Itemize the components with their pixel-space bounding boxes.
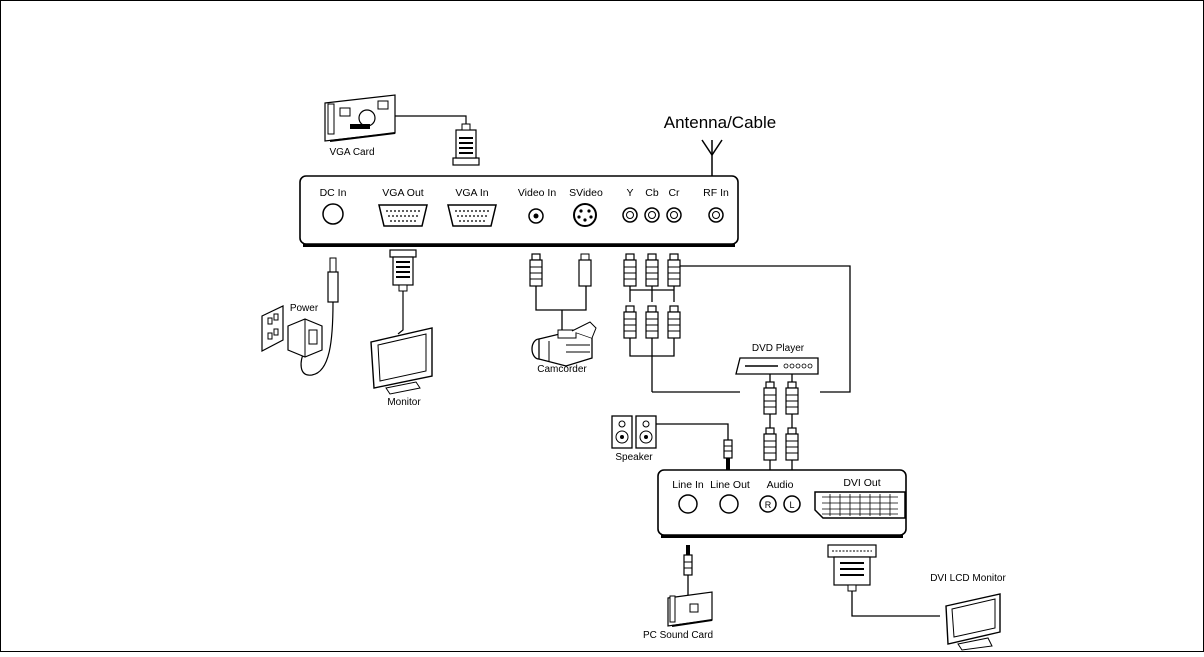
monitor-icon <box>370 327 433 395</box>
power-cord <box>300 301 334 376</box>
dvi-connector <box>827 544 877 592</box>
dc-plug <box>327 257 339 303</box>
port-label-vga-out: VGA Out <box>382 187 424 199</box>
power-adapter-icon <box>287 318 323 358</box>
dvi-lcd-monitor-icon <box>945 593 1001 651</box>
camcorder-icon <box>531 321 597 367</box>
vga-out-connector <box>389 249 417 292</box>
monitor-label: Monitor <box>387 397 421 408</box>
port-label-cr: Cr <box>668 187 680 199</box>
dvi-lcd-monitor-label: DVI LCD Monitor <box>930 573 1006 584</box>
svg-text:L: L <box>789 500 794 510</box>
antenna-cable-label: Antenna/Cable <box>664 113 776 132</box>
dvd-player-label: DVD Player <box>752 343 805 354</box>
port-label-rf-in: RF In <box>703 187 729 199</box>
video-in-jack <box>528 208 544 224</box>
svg-text:R: R <box>765 500 772 510</box>
rf-in-jack <box>708 207 724 223</box>
dc-in-jack <box>322 203 344 225</box>
port-label-dvi-out: DVI Out <box>843 477 880 489</box>
dvd-player-icon <box>735 357 819 375</box>
pc-sound-card-icon <box>667 591 713 627</box>
camcorder-label: Camcorder <box>537 364 587 375</box>
video-in-plug <box>529 253 543 287</box>
vga-out-port <box>378 204 428 227</box>
wall-outlet-icon <box>261 305 284 352</box>
port-label-y: Y <box>626 187 633 199</box>
camcorder-cable <box>535 286 587 311</box>
speaker-plug <box>723 439 733 470</box>
port-label-dc-in: DC In <box>320 187 347 199</box>
audio-l-jack: L <box>783 495 801 513</box>
speaker-cable <box>656 423 729 440</box>
port-label-line-out: Line Out <box>710 479 750 491</box>
main-adapter-box <box>299 175 739 247</box>
component-plugs-bottom <box>623 305 681 339</box>
dvi-out-port <box>814 491 906 519</box>
speaker-icon <box>611 415 657 449</box>
cb-jack <box>644 207 660 223</box>
port-label-audio: Audio <box>767 479 794 491</box>
speaker-label: Speaker <box>615 452 653 463</box>
monitor-cable <box>397 291 404 335</box>
svideo-plug <box>578 253 592 287</box>
audio-r-jack: R <box>759 495 777 513</box>
y-jack <box>622 207 638 223</box>
component-plugs-top <box>623 253 681 287</box>
vga-in-port <box>447 204 497 227</box>
port-label-svideo: SVideo <box>569 187 603 199</box>
dvi-cable <box>851 591 940 617</box>
vga-card-cable <box>395 115 467 128</box>
component-cables <box>629 265 851 393</box>
port-label-cb: Cb <box>645 187 659 199</box>
sound-card-plug <box>683 545 693 576</box>
port-label-video-in: Video In <box>518 187 556 199</box>
line-in-jack <box>678 494 698 514</box>
power-label: Power <box>290 303 319 314</box>
antenna-icon <box>701 139 723 176</box>
port-label-vga-in: VGA In <box>455 187 488 199</box>
cr-jack <box>666 207 682 223</box>
svideo-jack <box>573 203 597 227</box>
vga-card-icon <box>324 94 396 142</box>
pc-sound-card-label: PC Sound Card <box>643 630 713 641</box>
vga-card-connector <box>452 123 480 166</box>
port-label-line-in: Line In <box>672 479 704 491</box>
vga-card-label: VGA Card <box>329 147 374 158</box>
dvd-audio-plugs <box>763 374 799 472</box>
line-out-jack <box>719 494 739 514</box>
